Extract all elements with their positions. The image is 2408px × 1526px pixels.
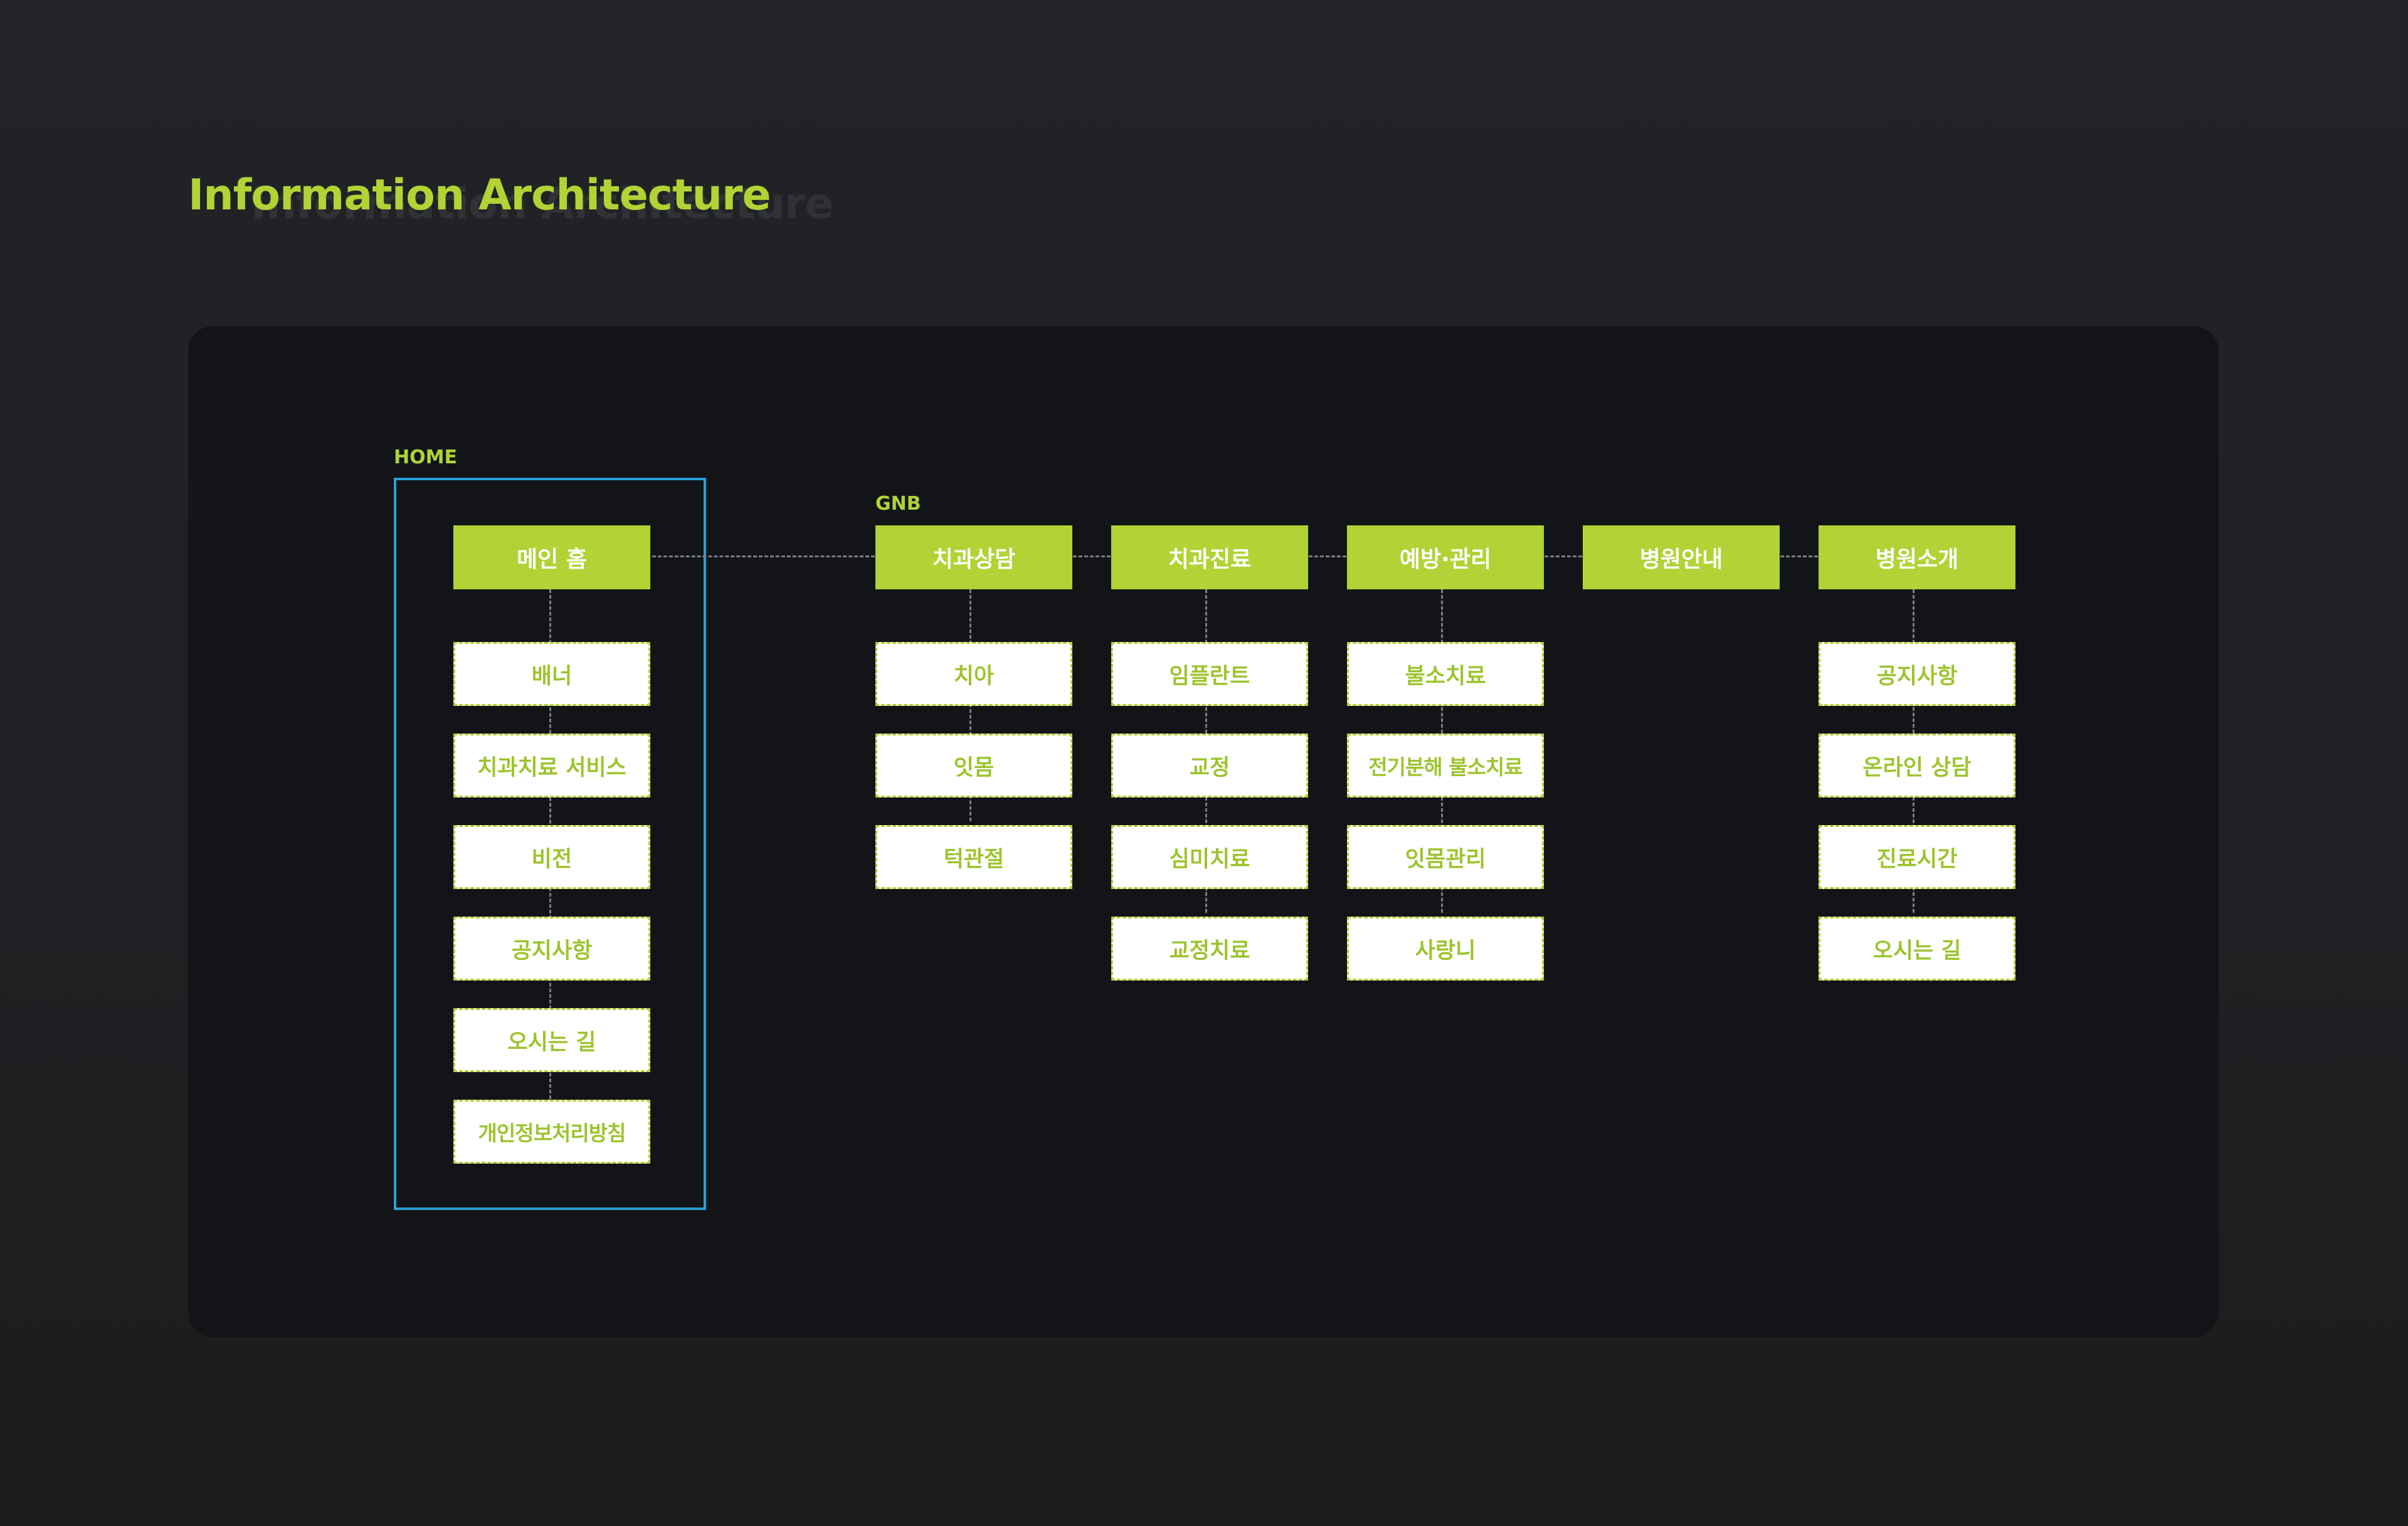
node-prevention-fluoride[interactable]: 불소치료: [1347, 642, 1544, 706]
node-about-notice[interactable]: 공지사항: [1819, 642, 2015, 706]
home-label: HOME: [394, 446, 457, 468]
node-gnb-prevention[interactable]: 예방·관리: [1347, 525, 1544, 589]
node-home-root[interactable]: 메인 홈: [453, 525, 650, 589]
node-treatment-ortho[interactable]: 교정: [1111, 734, 1308, 797]
node-home-notice[interactable]: 공지사항: [453, 917, 650, 981]
node-treatment-aesthetic[interactable]: 심미치료: [1111, 825, 1308, 889]
node-gnb-about[interactable]: 병원소개: [1819, 525, 2015, 589]
page-title: Information Architecture: [188, 171, 771, 220]
connector-gnb-3-4: [1545, 555, 1582, 557]
node-consult-tmj[interactable]: 턱관절: [875, 825, 1072, 889]
node-about-online-consult[interactable]: 온라인 상담: [1819, 734, 2015, 797]
node-prevention-electro-fluoride[interactable]: 전기분해 불소치료: [1347, 734, 1544, 797]
node-treatment-ortho-care[interactable]: 교정치료: [1111, 917, 1308, 981]
node-gnb-guide[interactable]: 병원안내: [1583, 525, 1780, 589]
node-prevention-gum-care[interactable]: 잇몸관리: [1347, 825, 1544, 889]
node-treatment-implant[interactable]: 임플란트: [1111, 642, 1308, 706]
page-title-shadow: Information Architecture: [251, 179, 834, 229]
home-frame: [394, 478, 706, 1210]
node-home-banner[interactable]: 배너: [453, 642, 650, 706]
node-gnb-treatment[interactable]: 치과진료: [1111, 525, 1308, 589]
connector-gnb-1-2: [1073, 555, 1111, 557]
node-about-hours[interactable]: 진료시간: [1819, 825, 2015, 889]
node-home-directions[interactable]: 오시는 길: [453, 1008, 650, 1072]
node-gnb-consult[interactable]: 치과상담: [875, 525, 1072, 589]
node-about-directions[interactable]: 오시는 길: [1819, 917, 2015, 981]
node-home-privacy[interactable]: 개인정보처리방침: [453, 1100, 650, 1164]
node-home-vision[interactable]: 비전: [453, 825, 650, 889]
connector-gnb-2-3: [1309, 555, 1346, 557]
connector-gnb-4-5: [1780, 555, 1818, 557]
node-home-service[interactable]: 치과치료 서비스: [453, 734, 650, 797]
connector-home-gnb: [652, 555, 875, 557]
node-consult-gum[interactable]: 잇몸: [875, 734, 1072, 797]
gnb-label: GNB: [875, 493, 921, 515]
node-prevention-wisdom-tooth[interactable]: 사랑니: [1347, 917, 1544, 981]
node-consult-teeth[interactable]: 치아: [875, 642, 1072, 706]
